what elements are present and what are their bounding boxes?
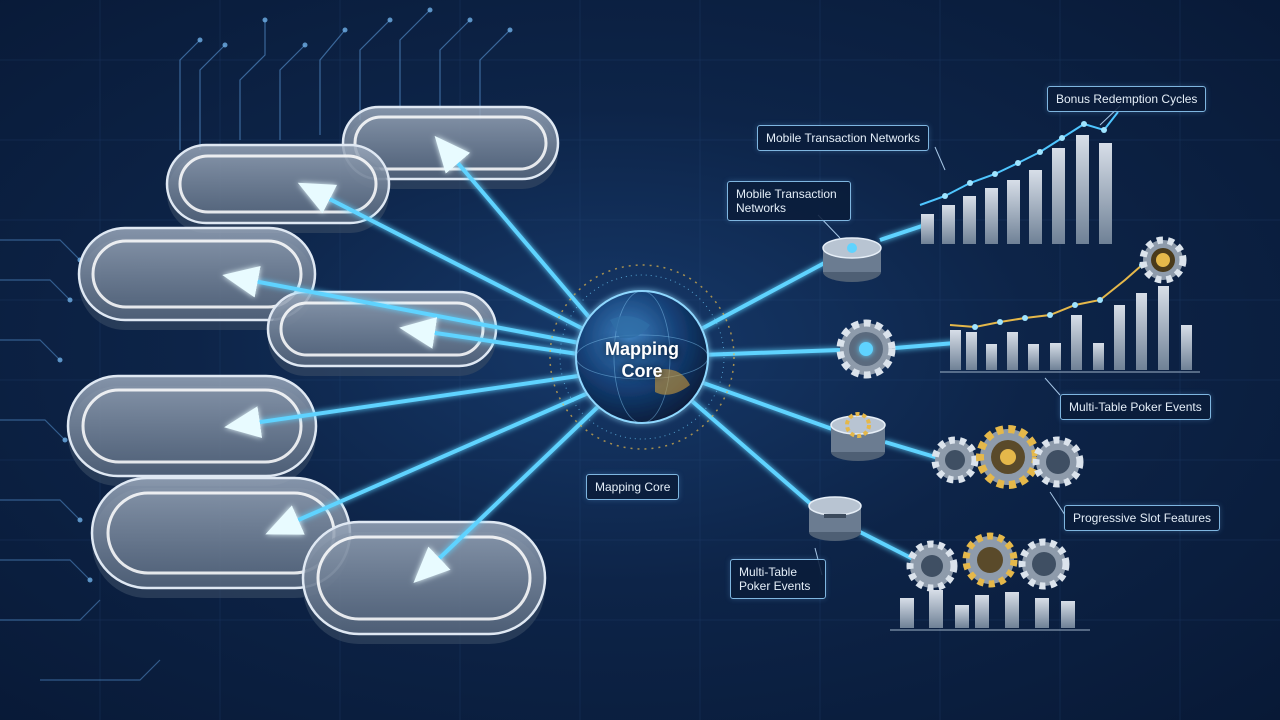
circuit-nodes bbox=[57, 7, 513, 583]
beam-to-panel-7 bbox=[413, 398, 607, 584]
chart-bar bbox=[1061, 601, 1075, 628]
chart-bar bbox=[1005, 592, 1019, 628]
label-bonus-redemption-cycles: Bonus Redemption Cycles bbox=[1047, 86, 1207, 112]
chart-bar bbox=[1099, 143, 1112, 244]
chart-bar bbox=[1007, 180, 1020, 244]
pill-panel-7 bbox=[301, 520, 547, 644]
beam-to-panel-5 bbox=[224, 373, 586, 438]
beam-to-mid-chart bbox=[894, 341, 956, 350]
gear-icon bbox=[962, 532, 1018, 588]
chart-bar bbox=[950, 330, 961, 370]
circuit-traces-top bbox=[179, 9, 511, 150]
beam-to-panel-3 bbox=[222, 266, 591, 347]
beam-to-panel-6 bbox=[265, 388, 596, 535]
label-mobile-transaction-networks-mid: Mobile Transaction Networks bbox=[727, 181, 851, 221]
disk-node bbox=[808, 496, 862, 541]
chart-bar bbox=[1028, 344, 1039, 370]
bonus-redemption-chart bbox=[919, 111, 1119, 244]
core-globe-title: Mapping Core bbox=[605, 339, 679, 381]
beams-right bbox=[683, 223, 956, 562]
gear-icon bbox=[906, 540, 958, 592]
chart-bar bbox=[963, 196, 976, 244]
chart-bar bbox=[1181, 325, 1192, 370]
slot-gears bbox=[931, 425, 1084, 489]
pill-panels bbox=[66, 105, 560, 644]
beams-left bbox=[222, 135, 607, 584]
beam-to-panel-2 bbox=[297, 182, 596, 337]
label-mobile-transaction-networks-top: Mobile Transaction Networks bbox=[757, 125, 930, 151]
bottom-right-chart bbox=[890, 532, 1090, 631]
beam-to-mobile-node bbox=[689, 258, 831, 337]
pill-panel-4 bbox=[266, 290, 498, 376]
chart-bar bbox=[975, 595, 989, 628]
mobile-network-node bbox=[822, 237, 882, 282]
chart-bar bbox=[985, 188, 998, 244]
chart-bar bbox=[1076, 135, 1089, 244]
label-multi-table-poker-events-right: Multi-Table Poker Events bbox=[1060, 394, 1211, 420]
beam-to-bottom-chart bbox=[859, 530, 916, 562]
gear-icon bbox=[976, 425, 1040, 489]
gear-icon bbox=[1018, 538, 1070, 590]
pill-panel-2 bbox=[165, 143, 391, 233]
chart-bar bbox=[1035, 598, 1049, 628]
chart-bar bbox=[1158, 286, 1169, 370]
pill-panel-5 bbox=[66, 374, 318, 486]
chart-bar bbox=[1052, 148, 1065, 244]
chart-bar bbox=[1114, 305, 1125, 370]
label-progressive-slot-features: Progressive Slot Features bbox=[1064, 505, 1221, 531]
chart-bar bbox=[929, 590, 943, 628]
chart-bar bbox=[1093, 343, 1104, 370]
gear-icon bbox=[931, 436, 979, 484]
chart-bar bbox=[942, 205, 955, 244]
trend-line bbox=[949, 264, 1143, 329]
beam-to-top-chart bbox=[879, 223, 926, 242]
beam-to-slot-gears bbox=[884, 440, 946, 462]
coin-node bbox=[830, 412, 886, 461]
chart-bar bbox=[1050, 343, 1061, 370]
poker-events-chart bbox=[940, 236, 1200, 373]
chart-bar bbox=[1071, 315, 1082, 370]
chart-bar bbox=[1007, 332, 1018, 370]
chart-bar bbox=[1029, 170, 1042, 244]
gear-icon bbox=[1139, 236, 1187, 284]
chart-bar bbox=[966, 332, 977, 370]
beam-to-coin-node bbox=[694, 378, 836, 432]
trend-line bbox=[919, 111, 1119, 206]
mapping-core-globe bbox=[549, 264, 735, 450]
chart-bar bbox=[955, 605, 969, 628]
beam-to-panel-1 bbox=[434, 135, 602, 332]
gear-icon bbox=[1032, 436, 1084, 488]
beam-to-disk-node bbox=[683, 393, 814, 507]
beam-to-panel-4 bbox=[399, 317, 586, 357]
chart-bar bbox=[900, 598, 914, 628]
label-mapping-core: Mapping Core bbox=[586, 474, 680, 500]
label-multi-table-poker-events-left: Multi-Table Poker Events bbox=[730, 559, 826, 599]
chart-bar bbox=[921, 214, 934, 244]
gear-node bbox=[836, 319, 896, 379]
circuit-traces-left bbox=[0, 239, 161, 681]
beam-to-gear-node bbox=[699, 348, 841, 357]
chart-bar bbox=[986, 344, 997, 370]
chart-bar bbox=[1136, 293, 1147, 370]
